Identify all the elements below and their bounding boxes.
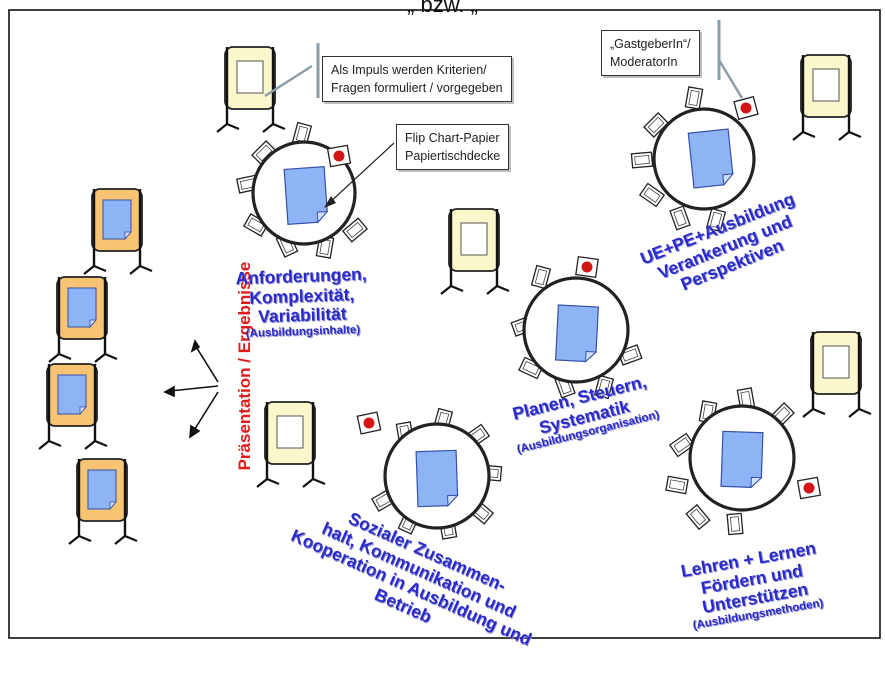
page-title: „ bzw. „ (407, 0, 478, 17)
table-anforderungen (236, 121, 368, 259)
callout-host: „GastgeberIn“/ ModeratorIn (601, 30, 700, 76)
flipchart-easel (801, 330, 873, 419)
table-sozialer-zusammenhalt (371, 407, 503, 540)
callout-host-line1: „GastgeberIn“/ (610, 37, 691, 51)
world-cafe-diagram: „ bzw. „ Als Impuls werden Kriterien/ Fr… (8, 0, 881, 650)
host-marker (326, 144, 352, 168)
callout-host-line2: ModeratorIn (610, 55, 678, 69)
callout-connectors (264, 20, 744, 208)
host-marker (575, 256, 599, 278)
callout-paper-line2: Papiertischdecke (405, 149, 501, 163)
table-ue-pe-ausbildung (630, 86, 756, 233)
host-marker (733, 96, 759, 120)
presentation-board (67, 457, 139, 546)
flipchart-easel (439, 207, 511, 296)
callout-impulse-line1: Als Impuls werden Kriterien/ (331, 63, 487, 77)
outer-frame (8, 9, 881, 639)
label-anforderungen: Anforderungen, Komplexität, Variabilität… (221, 264, 383, 341)
presentation-board (47, 275, 119, 364)
callout-paper-line1: Flip Chart-Papier (405, 131, 500, 145)
callout-impulse-line2: Fragen formuliert / vorgegeben (331, 81, 503, 95)
callout-impulse: Als Impuls werden Kriterien/ Fragen form… (322, 56, 512, 102)
flipchart-easel (255, 400, 327, 489)
callout-paper: Flip Chart-Papier Papiertischdecke (396, 124, 510, 170)
table-planen-steuern (510, 264, 643, 400)
presentation-arrows (163, 339, 219, 439)
presentation-board (82, 187, 154, 276)
host-marker (356, 411, 382, 435)
diagram-canvas (8, 9, 881, 639)
table-lehren-lernen (665, 387, 796, 536)
host-marker (796, 476, 822, 500)
flipchart-easel (791, 53, 863, 142)
presentation-board (37, 362, 109, 451)
